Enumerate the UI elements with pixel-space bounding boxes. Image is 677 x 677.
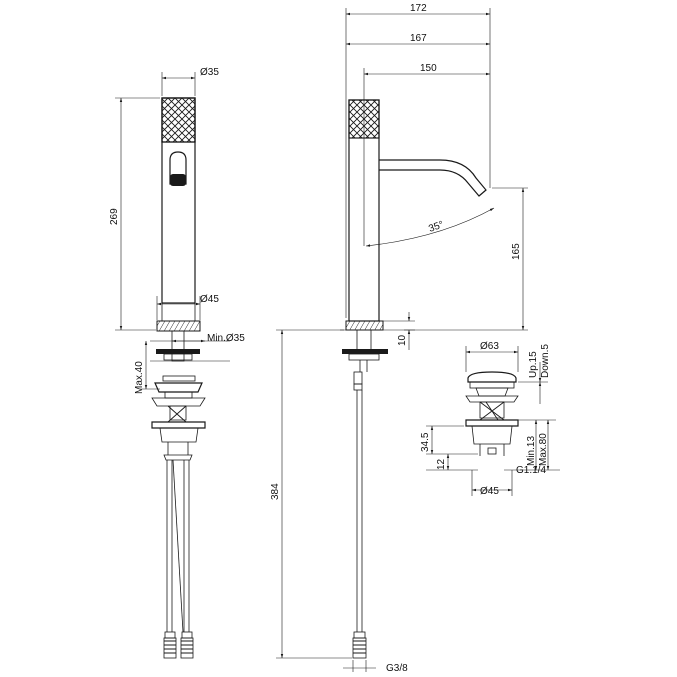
dim-front-hole-min: Min.Ø35 [207,333,245,344]
dim-front-dia-top: Ø35 [200,67,219,78]
side-hose [352,360,368,659]
dim-side-angle: 35° [427,219,445,235]
dim-side-spout-height: 165 [511,243,522,260]
side-fixing-stud [356,329,372,351]
front-view: Ø35 269 Ø45 Min.Ø35 Max.40 [109,67,245,659]
front-fixing-stud [171,330,185,362]
side-base-ring [345,320,384,331]
dim-front-height: 269 [109,208,120,225]
dim-side-width-150: 150 [420,63,437,74]
side-fixing-nut [348,353,380,361]
dim-front-max-thickness: Max.40 [134,361,145,394]
waste-view: Ø63 Up.15 Down.5 34.5 12 Min.13 Max.80 G… [420,341,560,497]
dim-side-width-172: 172 [410,3,427,14]
dim-waste-min: Min.13 [526,436,537,466]
front-fixing-nut [163,353,193,361]
dim-side-connection: G3/8 [386,663,408,674]
dim-waste-height-345: 34.5 [420,432,431,452]
waste-cap [467,371,517,383]
side-view: 172 167 150 35° 165 10 384 G3/8 [270,3,528,674]
side-fixing-washer [342,349,388,354]
front-fixing-washer [156,349,200,354]
front-spout-outlet [169,151,187,185]
dim-waste-thread: G1.1/4 [516,465,546,476]
dim-waste-up: Up.15 [528,351,539,378]
front-handle-outline [161,97,196,143]
front-popup-waste [151,375,206,461]
front-knurled-handle [161,97,196,143]
dim-side-base-offset: 10 [397,334,408,346]
front-base-ring [156,320,201,332]
dim-waste-dia-top: Ø63 [480,341,499,352]
dim-waste-height-12: 12 [436,458,447,470]
side-spout [379,159,487,197]
side-angle-arc [365,207,495,247]
dim-waste-dia-bottom: Ø45 [480,486,499,497]
dim-front-dia-base: Ø45 [200,294,219,305]
dim-waste-down: Down.5 [540,344,551,378]
dim-side-total-height: 384 [270,483,281,500]
front-hoses [163,459,194,659]
front-aerator [170,174,186,186]
dim-side-width-167: 167 [410,33,427,44]
dim-waste-max: Max.80 [538,433,549,466]
